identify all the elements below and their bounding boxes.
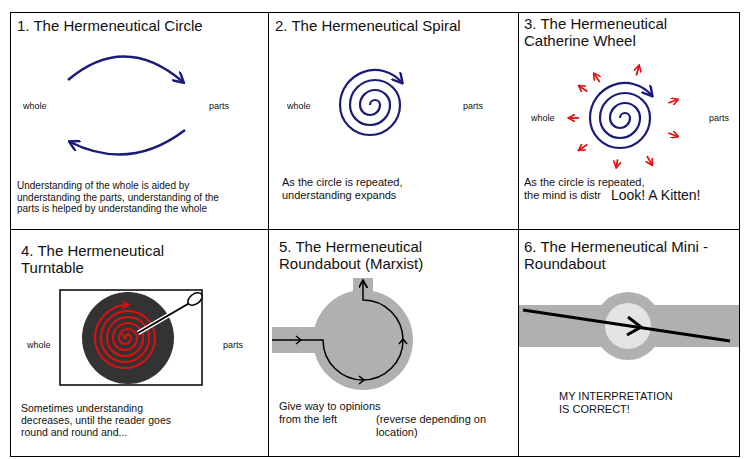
axis-label: whole <box>531 113 555 123</box>
axis-label: parts <box>209 101 229 111</box>
panel-title: 6. The Hermeneutical Mini - Roundabout <box>524 238 734 273</box>
spiral <box>340 70 402 135</box>
spark-arrow <box>594 74 600 82</box>
tonearm <box>138 301 193 333</box>
panel-title: 3. The Hermeneutical Catherine Wheel <box>524 15 736 50</box>
roundabout <box>313 290 413 390</box>
route-arrow <box>296 336 301 344</box>
sparks <box>569 66 678 168</box>
aside-text: Look! A Kitten! <box>611 187 701 203</box>
spark-arrow <box>668 100 677 104</box>
spiral <box>590 83 652 148</box>
panel-title: 5. The Hermeneutical Roundabout (Marxist… <box>279 238 479 273</box>
spark-arrow <box>636 66 639 76</box>
circle-arc <box>68 56 183 82</box>
route-line <box>272 281 403 380</box>
record-disc <box>82 292 174 384</box>
caption-text: MY INTERPRETATION IS CORRECT! <box>559 390 684 415</box>
turntable-deck <box>60 290 202 385</box>
axis-label: whole <box>287 101 311 111</box>
route-arrow <box>399 339 407 344</box>
tonearm-pivot <box>186 290 205 307</box>
route-line <box>523 310 730 341</box>
axis-label: whole <box>23 101 47 111</box>
circle-arc <box>70 130 185 155</box>
caption-text: Understanding of the whole is aided by u… <box>17 180 222 215</box>
comic-panel: 1. The Hermeneutical Circle whole partsUnd… <box>10 12 269 230</box>
comic-panel: 5. The Hermeneutical Roundabout (Marxist… <box>268 229 519 457</box>
comic-panel: 3. The Hermeneutical Catherine Wheel whol… <box>518 12 740 230</box>
spark-arrow <box>579 144 587 150</box>
panel-title: 1. The Hermeneutical Circle <box>17 17 257 34</box>
panel-title: 2. The Hermeneutical Spiral <box>275 17 510 34</box>
route-arrow <box>627 317 641 335</box>
panel-title: 4. The Hermeneutical Turntable <box>21 242 211 277</box>
axis-label: parts <box>709 113 729 123</box>
spark-arrow <box>668 133 677 137</box>
spark-arrow <box>569 117 579 119</box>
caption-text: (reverse depending on location) <box>376 413 488 438</box>
axis-label: parts <box>463 101 483 111</box>
spark-arrow <box>616 159 617 167</box>
spark-arrow <box>647 156 652 165</box>
spark-arrow <box>579 86 587 92</box>
comic-panel: 6. The Hermeneutical Mini - RoundaboutMY… <box>518 229 740 457</box>
caption-text: As the circle is repeated, understanding… <box>282 176 432 201</box>
axis-label: parts <box>223 340 243 350</box>
record-groove <box>95 305 155 368</box>
caption-text: Sometimes understanding decreases, until… <box>21 402 171 438</box>
axis-label: whole <box>27 340 51 350</box>
comic-panel: 2. The Hermeneutical Spiral whole parts As … <box>268 12 519 230</box>
comic-panel: 4. The Hermeneutical Turntable whole parts… <box>10 229 269 457</box>
tonearm-halo <box>138 301 193 333</box>
route-arrow <box>359 376 364 384</box>
